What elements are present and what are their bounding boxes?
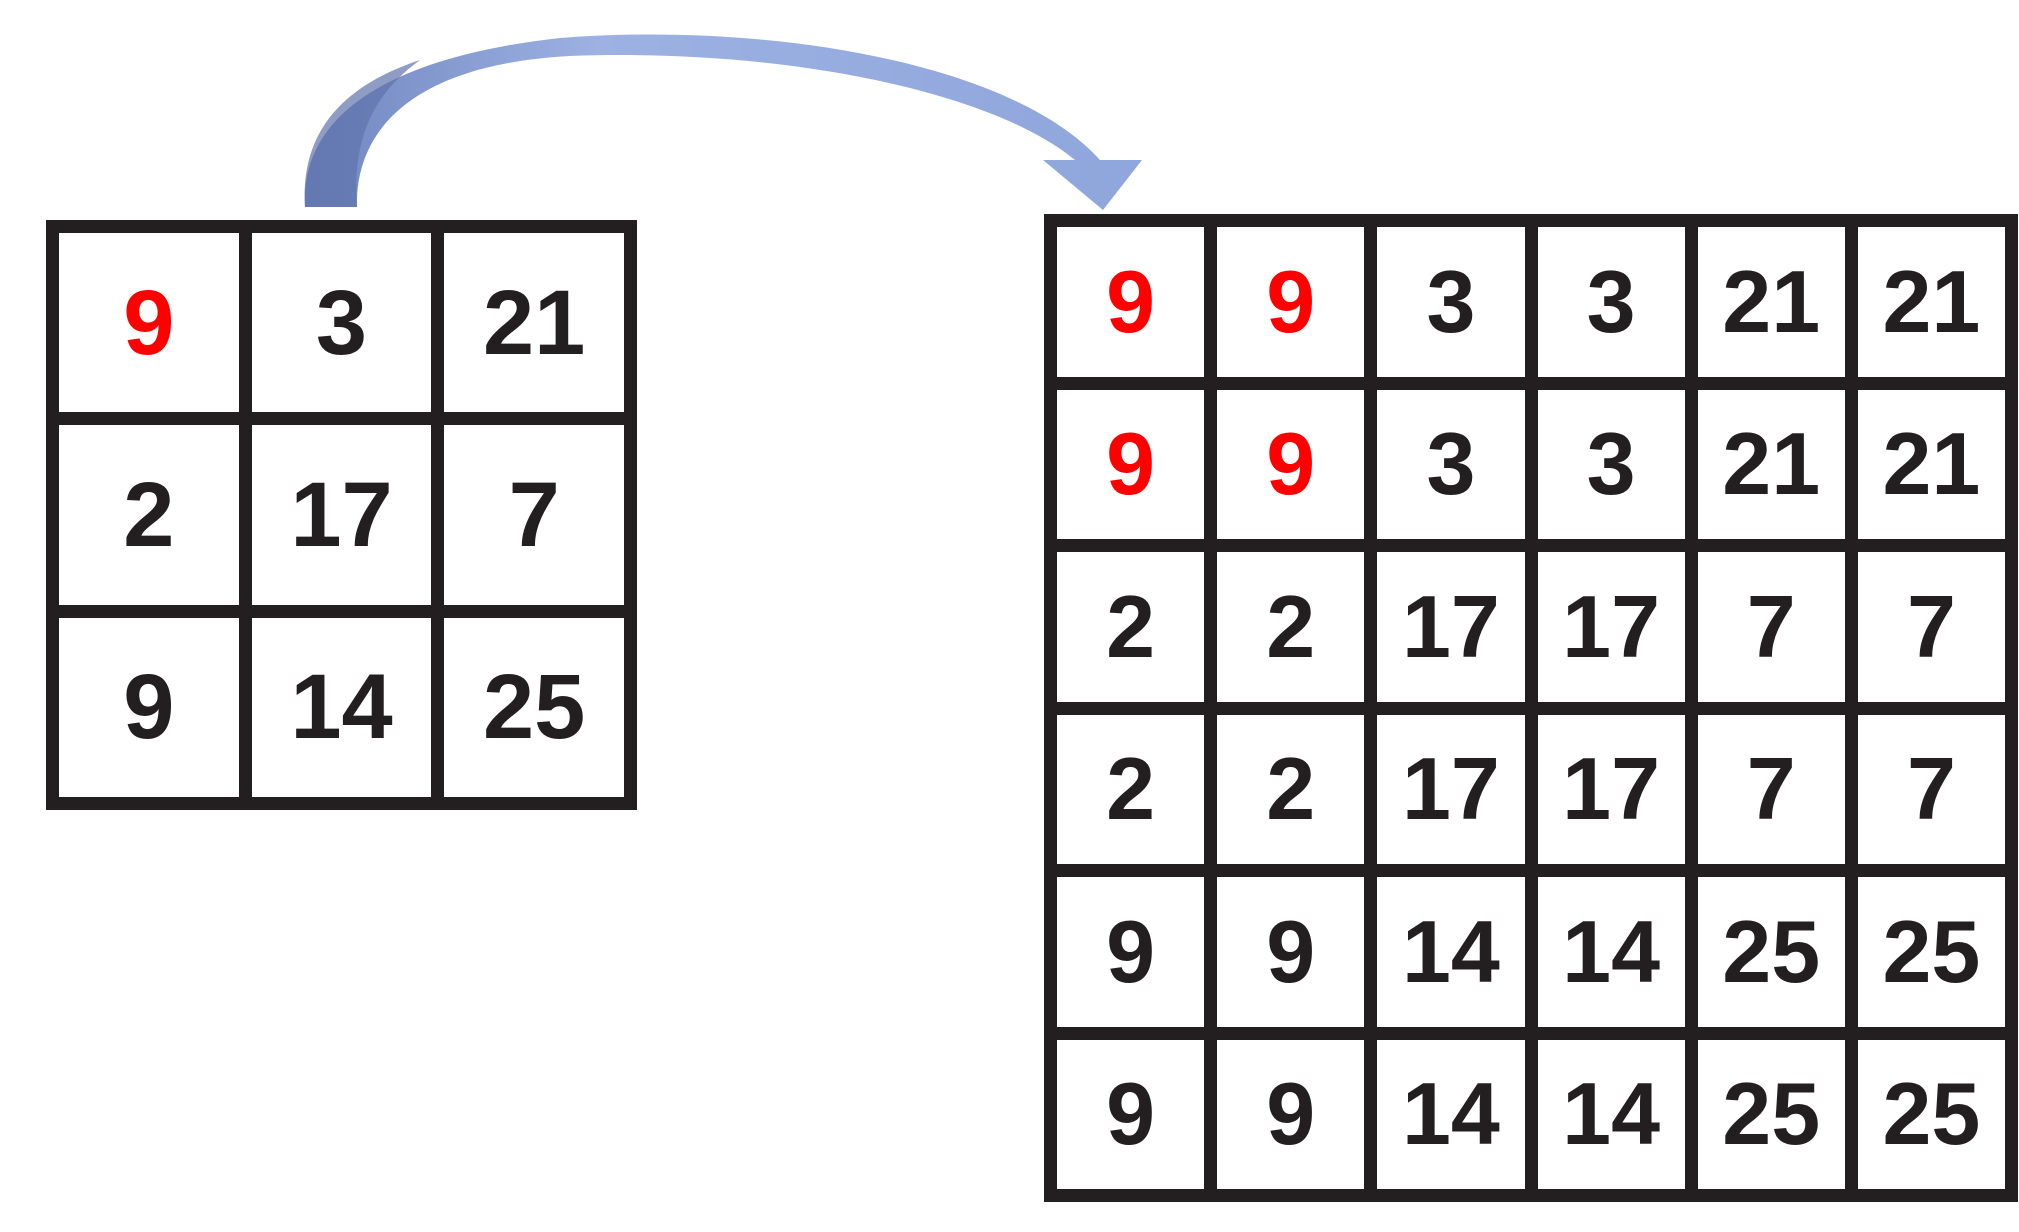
output-cell-r6-c5: 25 — [1697, 1039, 1845, 1189]
source-cell-r2-c3: 7 — [444, 425, 624, 605]
output-cell-r4-c1: 2 — [1057, 714, 1205, 864]
output-cell-r5-c5: 25 — [1697, 877, 1845, 1027]
source-cell-r3-c3: 25 — [444, 617, 624, 797]
output-cell-r5-c3: 14 — [1377, 877, 1525, 1027]
source-cell-r2-c1: 2 — [59, 425, 239, 605]
output-cell-r2-c1: 9 — [1057, 389, 1205, 539]
output-cell-r4-c2: 2 — [1217, 714, 1365, 864]
output-cell-r2-c6: 21 — [1857, 389, 2005, 539]
output-cell-r1-c1: 9 — [1057, 227, 1205, 377]
output-cell-r6-c2: 9 — [1217, 1039, 1365, 1189]
output-cell-r3-c4: 17 — [1537, 552, 1685, 702]
output-cell-r6-c4: 14 — [1537, 1039, 1685, 1189]
output-cell-r1-c4: 3 — [1537, 227, 1685, 377]
output-cell-r2-c3: 3 — [1377, 389, 1525, 539]
output-cell-r1-c6: 21 — [1857, 227, 2005, 377]
output-cell-r3-c1: 2 — [1057, 552, 1205, 702]
output-cell-r5-c4: 14 — [1537, 877, 1685, 1027]
output-cell-r5-c1: 9 — [1057, 877, 1205, 1027]
output-cell-r4-c6: 7 — [1857, 714, 2005, 864]
source-cell-r3-c1: 9 — [59, 617, 239, 797]
output-cell-r4-c4: 17 — [1537, 714, 1685, 864]
arrow-body — [304, 34, 1142, 211]
output-cell-r5-c6: 25 — [1857, 877, 2005, 1027]
output-cell-r1-c3: 3 — [1377, 227, 1525, 377]
output-cell-r4-c3: 17 — [1377, 714, 1525, 864]
output-cell-r3-c3: 17 — [1377, 552, 1525, 702]
output-cell-r6-c6: 25 — [1857, 1039, 2005, 1189]
arrow-shadow — [304, 60, 420, 207]
output-cell-r2-c5: 21 — [1697, 389, 1845, 539]
source-cell-r3-c2: 14 — [251, 617, 432, 797]
output-cell-r6-c1: 9 — [1057, 1039, 1205, 1189]
source-cell-r2-c2: 17 — [251, 425, 432, 605]
output-cell-r6-c3: 14 — [1377, 1039, 1525, 1189]
source-cell-r1-c1: 9 — [59, 233, 239, 413]
output-cell-r2-c4: 3 — [1537, 389, 1685, 539]
output-cell-r1-c5: 21 — [1697, 227, 1845, 377]
source-cell-r1-c2: 3 — [251, 233, 432, 413]
source-cell-r1-c3: 21 — [444, 233, 624, 413]
output-cell-r5-c2: 9 — [1217, 877, 1365, 1027]
output-cell-r3-c6: 7 — [1857, 552, 2005, 702]
output-cell-r2-c2: 9 — [1217, 389, 1365, 539]
output-cell-r4-c5: 7 — [1697, 714, 1845, 864]
output-cell-r1-c2: 9 — [1217, 227, 1365, 377]
output-cell-r3-c2: 2 — [1217, 552, 1365, 702]
output-cell-r3-c5: 7 — [1697, 552, 1845, 702]
